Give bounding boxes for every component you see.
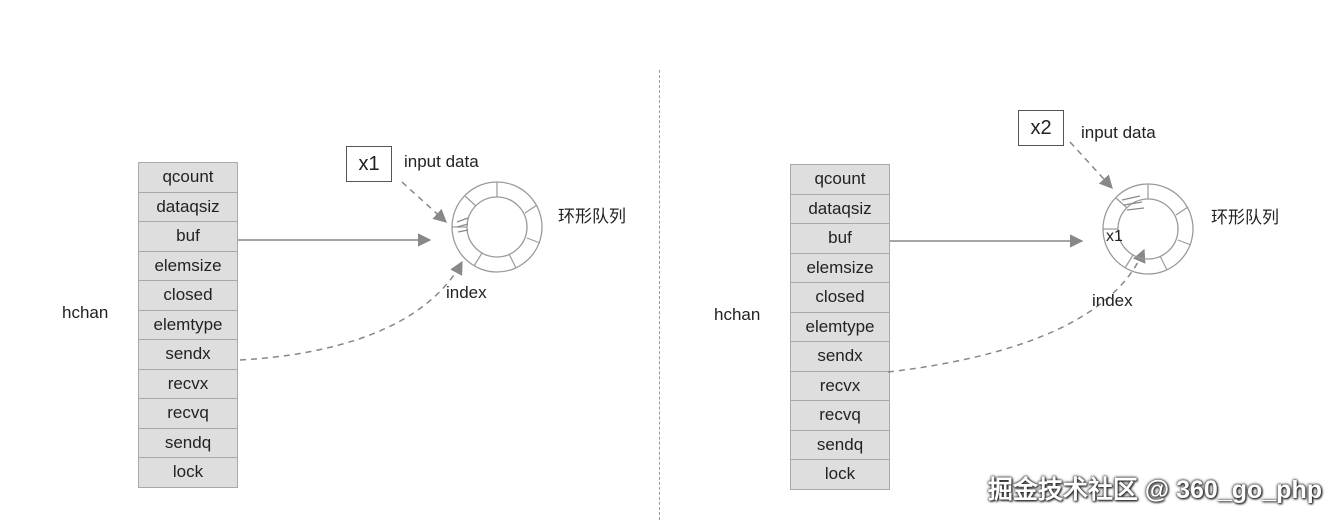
sendx-index-arrow: [239, 260, 463, 361]
field-lock: lock: [790, 459, 890, 490]
slot-element-x1: [456, 217, 469, 233]
field-sendx: sendx: [790, 341, 890, 372]
ring-queue-label: 环形队列: [558, 207, 626, 226]
hchan-label: hchan: [62, 303, 109, 322]
input-tag-x2: x2: [1018, 110, 1064, 146]
field-sendx: sendx: [138, 339, 238, 370]
field-recvx: recvx: [790, 370, 890, 401]
sendx-index-arrow: [887, 248, 1146, 373]
input-tag-x1: x1: [346, 146, 392, 182]
field-recvx: recvx: [138, 368, 238, 399]
field-sendq: sendq: [138, 427, 238, 458]
hchan-label: hchan: [714, 305, 761, 324]
field-elemtype: elemtype: [138, 309, 238, 340]
index-label: index: [446, 283, 487, 302]
input-data-label: input data: [404, 152, 479, 171]
hchan-struct: qcount dataqsiz buf elemsize closed elem…: [138, 162, 238, 488]
field-elemtype: elemtype: [790, 311, 890, 342]
slot-element-x2: [1121, 195, 1145, 211]
field-closed: closed: [138, 280, 238, 311]
field-dataqsiz: dataqsiz: [138, 191, 238, 222]
field-dataqsiz: dataqsiz: [790, 193, 890, 224]
field-elemsize: elemsize: [138, 250, 238, 281]
ring-buffer: [451, 181, 543, 273]
field-sendq: sendq: [790, 429, 890, 460]
field-elemsize: elemsize: [790, 252, 890, 283]
panel-divider: [659, 70, 660, 520]
left-diagram-lines: [238, 181, 543, 361]
ring-queue-label: 环形队列: [1211, 208, 1279, 227]
right-panel: hchan qcount dataqsiz buf elemsize close…: [660, 0, 1320, 520]
input-data-label: input data: [1081, 123, 1156, 142]
hchan-struct: qcount dataqsiz buf elemsize closed elem…: [790, 164, 890, 490]
left-panel: hchan qcount dataqsiz buf elemsize close…: [0, 0, 660, 520]
input-data-arrow: [401, 181, 447, 223]
index-label: index: [1092, 291, 1133, 310]
field-recvq: recvq: [790, 400, 890, 431]
ring-buffer: [1102, 183, 1194, 275]
field-buf: buf: [790, 223, 890, 254]
watermark: 掘金技术社区 @ 360_go_php: [987, 476, 1322, 504]
slot-label-x1: x1: [1106, 228, 1123, 245]
field-lock: lock: [138, 457, 238, 488]
input-data-arrow: [1069, 141, 1113, 189]
right-diagram-lines: [887, 141, 1194, 373]
